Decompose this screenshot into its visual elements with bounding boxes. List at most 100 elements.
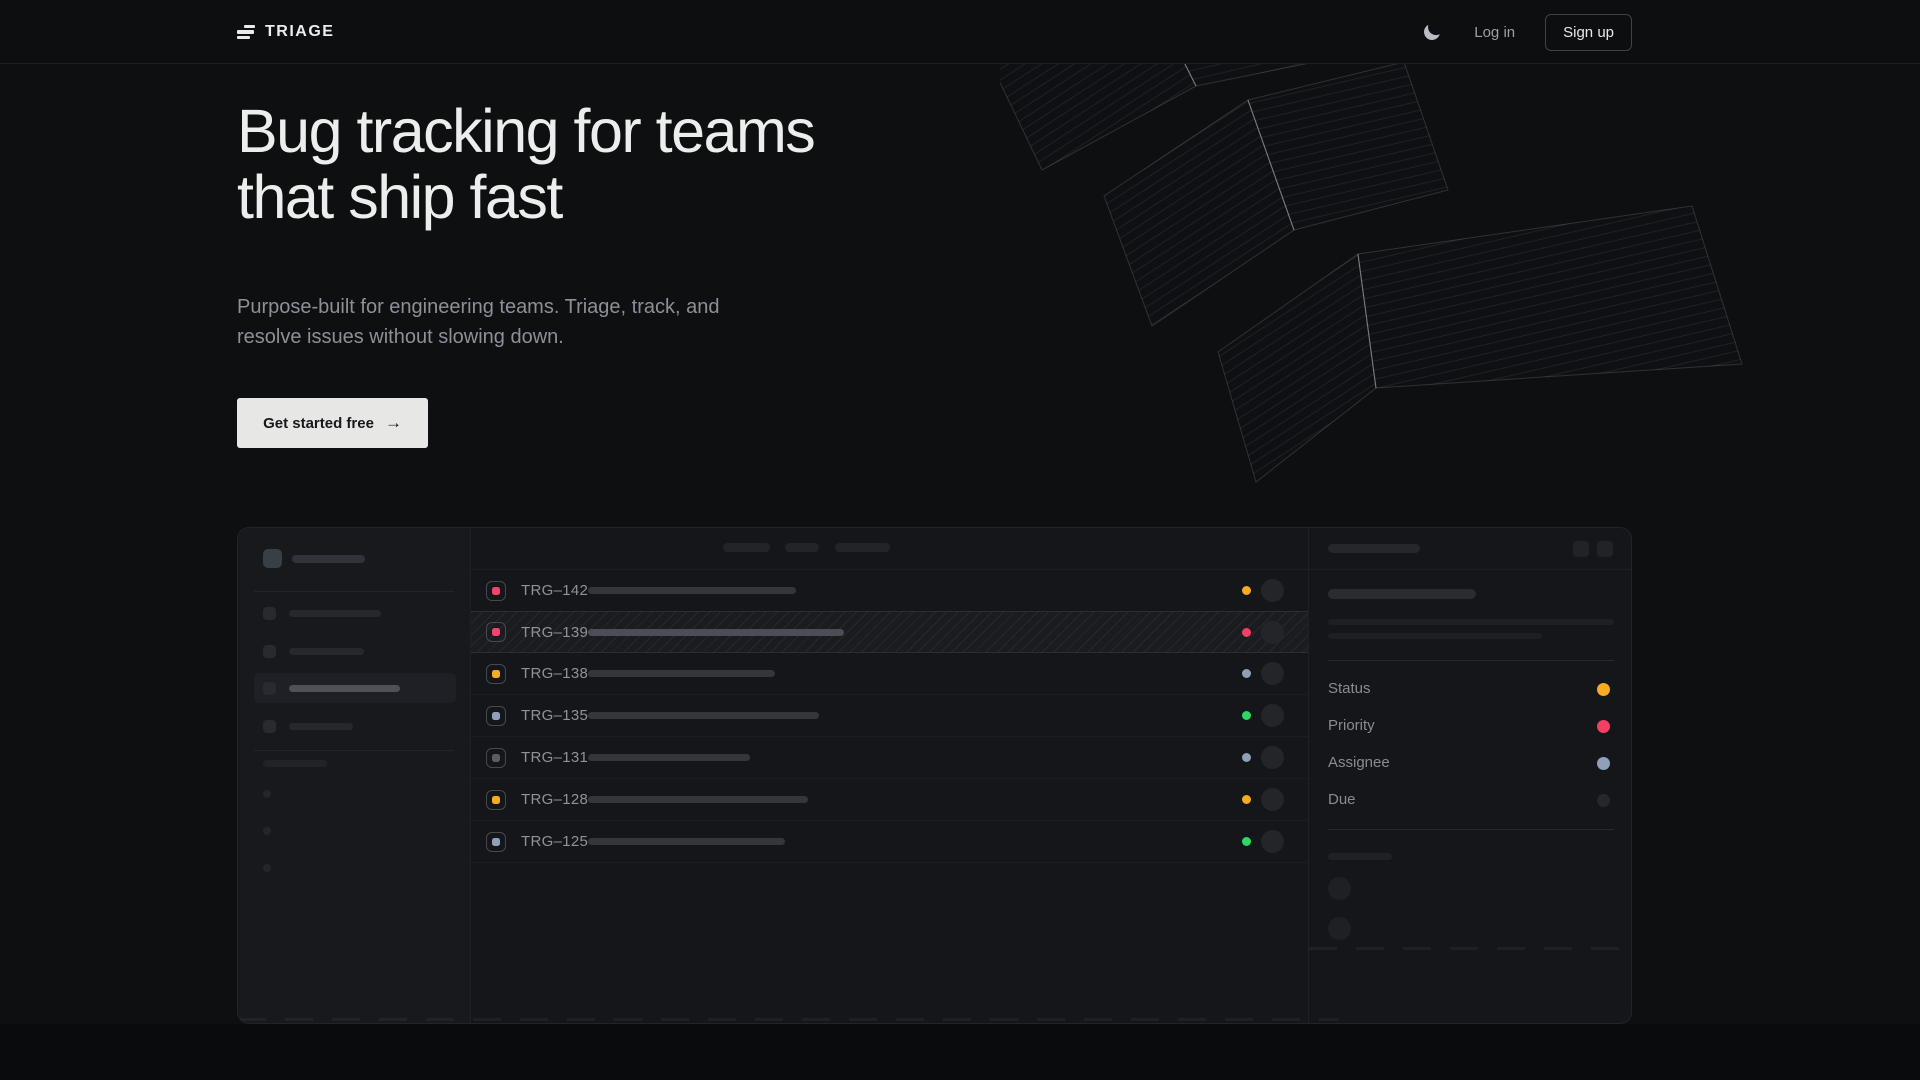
sidebar-divider (254, 750, 454, 751)
preview-sidebar (238, 528, 471, 1023)
issue-type-icon (486, 622, 506, 642)
preview-toolbar (471, 528, 1308, 570)
issue-status-dot (1242, 753, 1251, 762)
get-started-button[interactable]: Get started free → (237, 398, 428, 448)
sidebar-dot-skeleton (263, 827, 271, 835)
moon-icon (1423, 23, 1442, 42)
nav-label-skeleton (289, 684, 400, 692)
preview-issue-list: TRG–142 TRG–139 TRG–138 TRG–135 TRG–131 … (471, 528, 1308, 1023)
nav-label-skeleton (289, 722, 353, 730)
hero-subtitle-line2: resolve issues without slowing down. (237, 326, 564, 348)
detail-property-row: Assignee (1328, 753, 1614, 773)
issue-type-icon (486, 789, 506, 810)
detail-divider (1328, 829, 1614, 830)
property-value-dot (1597, 720, 1610, 733)
detail-divider (1328, 660, 1614, 661)
issue-assignee-avatar (1261, 830, 1284, 853)
issue-assignee-avatar (1261, 620, 1284, 644)
property-value-dot (1597, 683, 1610, 696)
nav-icon-skeleton (263, 606, 276, 620)
section-label-skeleton (263, 760, 327, 767)
sidebar-dot-skeleton (263, 864, 271, 872)
issue-title-skeleton (588, 628, 844, 636)
nav-label-skeleton (289, 647, 364, 655)
issue-type-icon (486, 705, 506, 726)
property-label: Status (1328, 680, 1371, 697)
sidebar-nav-item (254, 711, 456, 741)
issue-id: TRG–128 (521, 791, 589, 808)
issue-title-skeleton (588, 670, 775, 677)
login-link[interactable]: Log in (1474, 23, 1516, 41)
issue-type-icon (486, 831, 506, 852)
issue-type-icon (486, 747, 506, 768)
workspace-name-skeleton (292, 554, 365, 563)
issue-row: TRG–125 (471, 821, 1308, 863)
issue-rows: TRG–142 TRG–139 TRG–138 TRG–135 TRG–131 … (471, 570, 1308, 863)
issue-id: TRG–131 (521, 749, 589, 766)
issue-assignee-avatar (1261, 788, 1284, 811)
issue-assignee-avatar (1261, 704, 1284, 727)
property-label: Assignee (1328, 754, 1390, 771)
hero-title-line2: that ship fast (237, 163, 563, 231)
issue-title-skeleton (588, 712, 819, 719)
issue-title-skeleton (588, 796, 808, 803)
detail-avatar-skeleton (1328, 877, 1351, 900)
issue-id: TRG–125 (521, 833, 589, 850)
issue-title-skeleton (588, 754, 750, 761)
issue-status-dot (1242, 586, 1251, 595)
issue-row: TRG–128 (471, 779, 1308, 821)
dashed-decoration (238, 1018, 1338, 1021)
sidebar-dot-skeleton (263, 790, 271, 798)
hero-subtitle-line1: Purpose-built for engineering teams. Tri… (237, 296, 720, 318)
issue-row: TRG–131 (471, 737, 1308, 779)
toolbar-pill-skeleton (723, 543, 770, 552)
detail-header-skeleton (1328, 544, 1420, 553)
issue-row: TRG–142 (471, 570, 1308, 612)
issue-id: TRG–135 (521, 707, 589, 724)
issue-title-skeleton (588, 587, 796, 594)
issue-row: TRG–138 (471, 653, 1308, 695)
property-value-dot (1597, 757, 1610, 770)
dashed-decoration (1309, 947, 1631, 950)
get-started-label: Get started free (263, 414, 374, 432)
issue-row: TRG–135 (471, 695, 1308, 737)
triage-logo-icon (237, 24, 255, 40)
top-nav: TRIAGE Log in Sign up (0, 0, 1920, 64)
detail-property-row: Priority (1328, 716, 1614, 736)
nav-label-skeleton (289, 609, 381, 617)
issue-assignee-avatar (1261, 579, 1284, 602)
detail-divider (1309, 569, 1631, 570)
issue-row: TRG–139 (471, 611, 1308, 653)
brand-logo[interactable]: TRIAGE (237, 0, 334, 64)
issue-assignee-avatar (1261, 662, 1284, 685)
brand-name: TRIAGE (265, 23, 335, 40)
detail-action-icon (1573, 541, 1589, 557)
detail-avatar-skeleton (1328, 917, 1351, 940)
signup-button[interactable]: Sign up (1545, 13, 1632, 51)
issue-assignee-avatar (1261, 746, 1284, 769)
issue-type-icon (486, 580, 506, 601)
toolbar-pill-skeleton (785, 543, 819, 552)
theme-toggle-button[interactable] (1420, 20, 1444, 44)
issue-id: TRG–139 (521, 623, 589, 641)
sidebar-nav-item-active (254, 673, 456, 703)
toolbar-pill-skeleton (835, 543, 890, 552)
workspace-row (263, 549, 365, 568)
property-value-dot (1597, 794, 1610, 807)
issue-status-dot (1242, 669, 1251, 678)
hero-subtitle: Purpose-built for engineering teams. Tri… (237, 292, 719, 352)
page-footer (0, 1024, 1920, 1080)
detail-text-skeleton (1328, 619, 1614, 625)
detail-title-skeleton (1328, 589, 1476, 599)
detail-property-row: Due (1328, 790, 1614, 810)
arrow-right-icon: → (384, 413, 402, 432)
issue-id: TRG–142 (521, 582, 589, 599)
property-label: Priority (1328, 717, 1375, 734)
preview-details-panel: Status Priority Assignee Due (1308, 528, 1631, 1023)
nav-actions: Log in Sign up (1420, 0, 1632, 64)
detail-footer-skeleton (1328, 853, 1392, 860)
issue-status-dot (1242, 795, 1251, 804)
detail-action-icon (1597, 541, 1613, 557)
detail-text-skeleton (1328, 633, 1542, 639)
